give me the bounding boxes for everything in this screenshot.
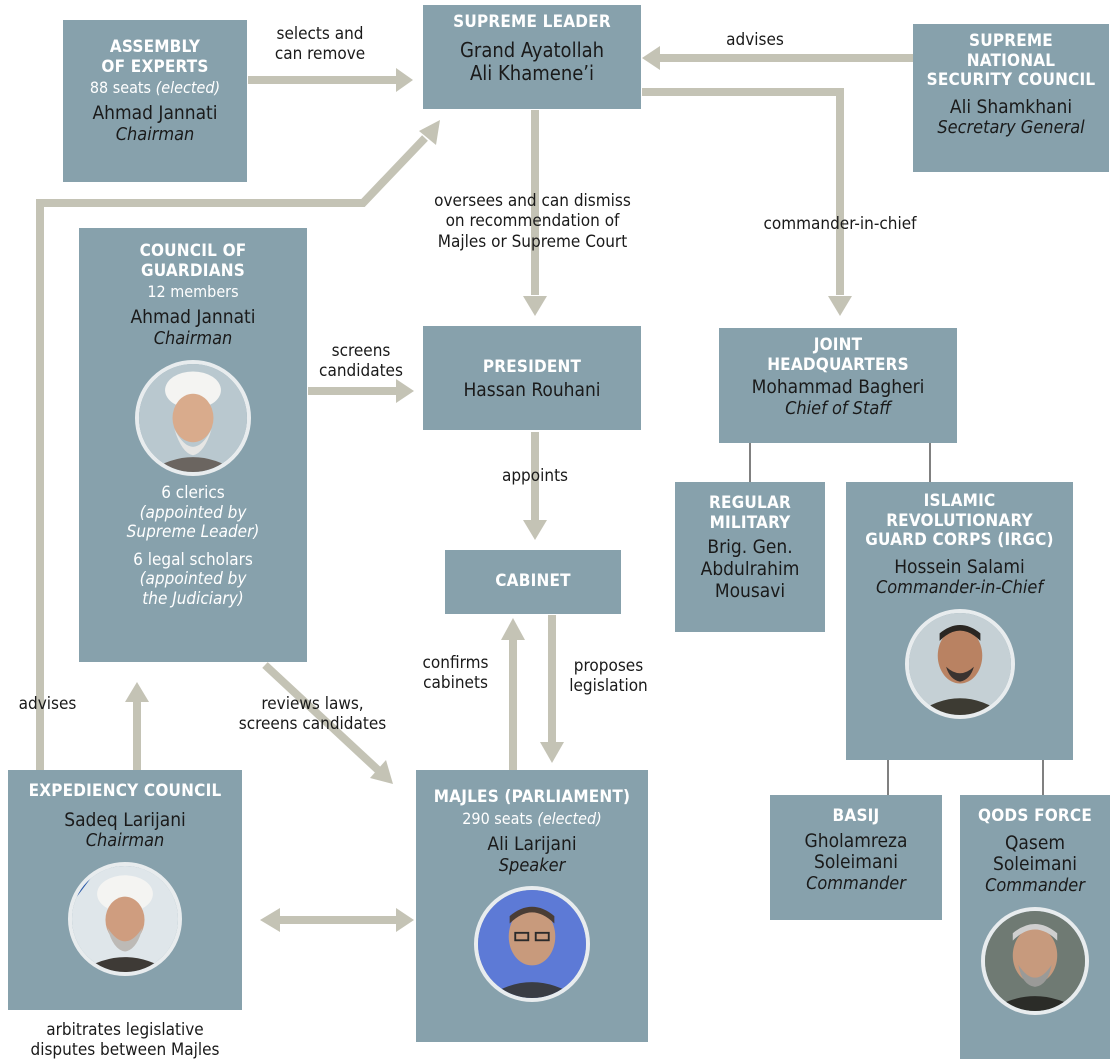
majles-speaker-role: Speaker — [498, 854, 566, 876]
supreme-leader-box: SUPREME LEADER Grand Ayatollah Ali Khame… — [423, 5, 641, 109]
council-of-guardians-box: COUNCIL OF GUARDIANS 12 members Ahmad Ja… — [79, 228, 307, 662]
supreme-leader-title: SUPREME LEADER — [453, 12, 611, 32]
label-selects-and-can-remove: selects and can remove — [274, 24, 366, 65]
cabinet-title: CABINET — [495, 571, 571, 591]
majles-box: MAJLES (PARLIAMENT) 290 seats (elected) … — [416, 770, 648, 1042]
arrowhead-cabinet-top — [523, 520, 547, 540]
commander-portrait-icon — [904, 609, 1015, 720]
basij-title: BASIJ — [832, 806, 880, 826]
majles-seats: 290 seats (elected) — [416, 808, 648, 828]
majles-title: MAJLES (PARLIAMENT) — [433, 787, 631, 807]
basij-commander-role: Commander — [806, 873, 906, 895]
guardians-chair-name: Ahmad Jannati — [130, 306, 256, 329]
label-advises-top: advises — [726, 30, 784, 50]
expediency-chair-name: Sadeq Larijani — [64, 808, 186, 831]
arrowhead-majles-top — [540, 742, 564, 763]
expediency-council-box: EXPEDIENCY COUNCIL Sadeq Larijani Chairm… — [8, 770, 242, 1010]
arrowhead-leader-bottomleft — [419, 120, 440, 145]
label-reviews-laws: reviews laws, screens candidates — [238, 694, 387, 735]
qods-commander-role: Commander — [985, 875, 1085, 897]
guardians-scholars-note-2: the Judiciary) — [142, 588, 244, 609]
president-name: Hassan Rouhani — [463, 378, 601, 401]
basij-commander-name: Gholamreza Soleimani — [804, 829, 908, 874]
arrowhead-leader-left — [396, 68, 413, 92]
irgc-commander-role: Commander-in-Chief — [875, 577, 1044, 599]
arrow-leader-to-jointhq — [642, 88, 844, 295]
jointhq-title: JOINT HEADQUARTERS — [767, 335, 909, 375]
label-arbitrates: arbitrates legislative disputes between … — [30, 1020, 220, 1061]
commander-portrait-icon — [981, 906, 1089, 1015]
irgc-box: ISLAMIC REVOLUTIONARY GUARD CORPS (IRGC)… — [846, 482, 1073, 760]
arrow-expediency-to-leader — [36, 135, 428, 770]
label-appoints: appoints — [501, 466, 569, 486]
arrow-guardians-to-majles — [262, 662, 381, 773]
joint-headquarters-box: JOINT HEADQUARTERS Mohammad Bagheri Chie… — [719, 328, 957, 443]
assembly-seats-count: 88 seats — [89, 78, 152, 98]
regular-military-box: REGULAR MILITARY Brig. Gen. Abdulrahim M… — [675, 482, 825, 632]
majles-speaker-name: Ali Larijani — [487, 832, 577, 855]
label-screens-candidates: screens candidates — [319, 341, 403, 382]
arrowhead-president-left — [396, 379, 414, 403]
expediency-title: EXPEDIENCY COUNCIL — [28, 781, 222, 801]
label-proposes-legislation: proposes legislation — [569, 656, 648, 697]
arrowhead-president-top — [523, 296, 547, 316]
arrowhead-guardians-bottom — [125, 682, 149, 702]
label-confirms-cabinets: confirms cabinets — [422, 653, 489, 694]
guardians-scholars: 6 legal scholars — [133, 549, 253, 570]
nsc-title: SUPREME NATIONAL SECURITY COUNCIL — [926, 31, 1096, 91]
nsc-secretary-name: Ali Shamkhani — [949, 95, 1073, 118]
guardians-clerics-note-1: (appointed by — [139, 502, 247, 523]
supreme-leader-name: Grand Ayatollah Ali Khamene’i — [459, 37, 604, 85]
regular-military-title: REGULAR MILITARY — [709, 493, 791, 533]
assembly-title: ASSEMBLY OF EXPERTS — [101, 37, 209, 77]
irgc-title: ISLAMIC REVOLUTIONARY GUARD CORPS (IRGC) — [865, 491, 1054, 551]
qods-title: QODS FORCE — [978, 806, 1092, 826]
guardians-clerics: 6 clerics — [161, 483, 225, 504]
irgc-commander-name: Hossein Salami — [894, 555, 1025, 578]
qods-commander-name: Qasem Soleimani — [992, 831, 1078, 876]
arrowhead-leader-right — [642, 46, 660, 70]
majles-seats-note: (elected) — [537, 808, 602, 828]
cabinet-box: CABINET — [445, 550, 621, 614]
arrowhead-jointhq-top — [828, 296, 852, 316]
label-oversees: oversees and can dismiss on recommendati… — [434, 191, 631, 252]
president-box: PRESIDENT Hassan Rouhani — [423, 326, 641, 430]
expediency-chair-role: Chairman — [85, 830, 165, 852]
arrowhead-majles-left-diag — [370, 760, 393, 784]
arrowhead-cabinet-bottom — [501, 618, 525, 640]
assembly-chair-role: Chairman — [115, 124, 195, 146]
jointhq-chief-name: Mohammad Bagheri — [751, 376, 925, 399]
assembly-chair-name: Ahmad Jannati — [92, 102, 218, 125]
label-commander-in-chief: commander-in-chief — [763, 214, 917, 234]
guardians-members: 12 members — [147, 282, 239, 302]
cleric-portrait-icon — [68, 862, 182, 977]
assembly-of-experts-box: ASSEMBLY OF EXPERTS 88 seats (elected) A… — [63, 20, 247, 182]
assembly-seats-note: (elected) — [155, 78, 221, 98]
assembly-seats: 88 seats (elected) — [63, 78, 247, 98]
arrowhead-expediency-right — [260, 908, 280, 932]
majles-seats-count: 290 seats — [462, 808, 533, 828]
label-advises-left: advises — [18, 694, 77, 714]
speaker-portrait-icon — [474, 886, 590, 1003]
regular-military-commander: Brig. Gen. Abdulrahim Mousavi — [700, 536, 800, 602]
nsc-secretary-role: Secretary General — [937, 117, 1085, 139]
guardians-clerics-note-2: Supreme Leader) — [126, 522, 260, 543]
president-title: PRESIDENT — [482, 357, 582, 377]
jointhq-chief-role: Chief of Staff — [785, 397, 891, 419]
guardians-title: COUNCIL OF GUARDIANS — [139, 241, 247, 281]
qods-force-box: QODS FORCE Qasem Soleimani Commander — [960, 795, 1110, 1059]
arrowhead-majles-left — [396, 908, 414, 932]
national-security-council-box: SUPREME NATIONAL SECURITY COUNCIL Ali Sh… — [913, 24, 1109, 172]
guardians-scholars-note-1: (appointed by — [139, 569, 247, 590]
cleric-portrait-icon — [135, 360, 251, 477]
guardians-chair-role: Chairman — [153, 328, 233, 350]
basij-box: BASIJ Gholamreza Soleimani Commander — [770, 795, 942, 920]
